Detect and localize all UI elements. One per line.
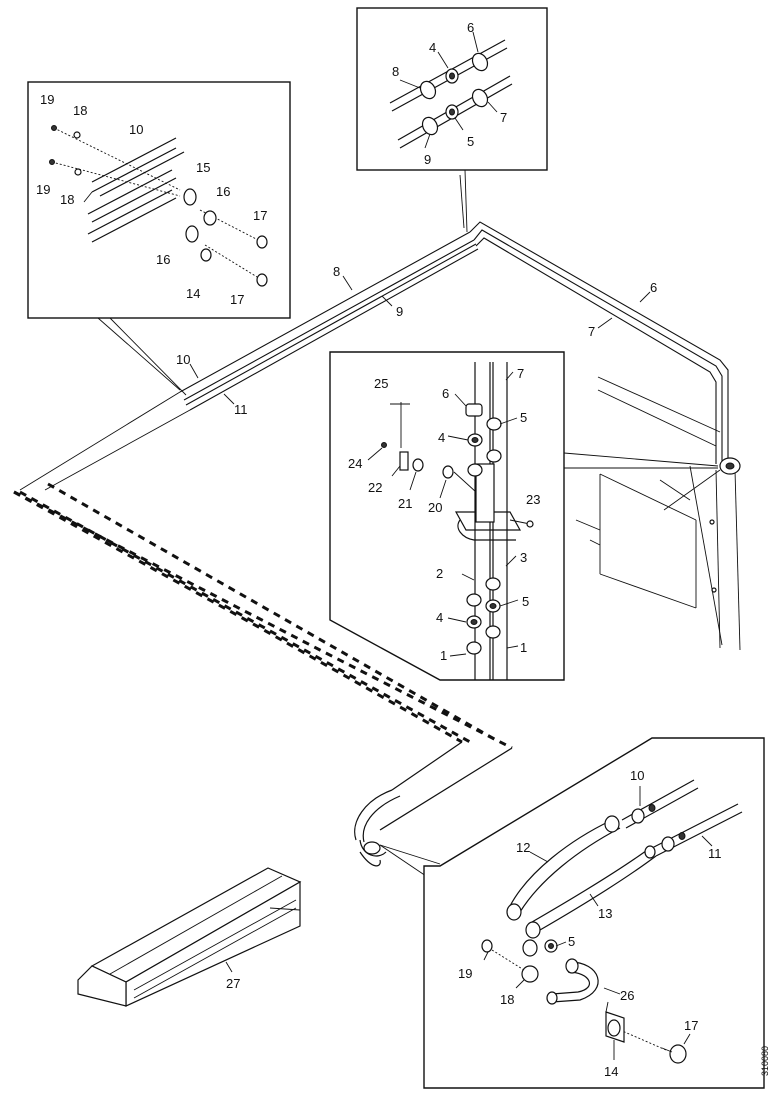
- callout-1: 1: [520, 640, 527, 655]
- detail-box-bottom: 10 11 12 13 5 19 18 26 17 14: [423, 737, 765, 1089]
- callout-7: 7: [588, 324, 595, 339]
- callout-26: 26: [620, 988, 634, 1003]
- callout-4: 4: [438, 430, 445, 445]
- callout-5: 5: [467, 134, 474, 149]
- callout-8: 8: [392, 64, 399, 79]
- callout-17: 17: [253, 208, 267, 223]
- cabinet-wall: [563, 376, 741, 651]
- callout-10: 10: [129, 122, 143, 137]
- callout-14: 14: [186, 286, 200, 301]
- callout-14: 14: [604, 1064, 618, 1079]
- callout-22: 22: [368, 480, 382, 495]
- callout-5: 5: [522, 594, 529, 609]
- duct-assembly: 27: [77, 867, 302, 1007]
- callout-24: 24: [348, 456, 362, 471]
- callout-15: 15: [196, 160, 210, 175]
- callout-18: 18: [500, 992, 514, 1007]
- detail-box-left: 19 18 10 19 18 15 16 17 16 14 17: [27, 81, 291, 396]
- detail-box-top: 6 4 8 7 5 9: [356, 7, 548, 233]
- callout-4: 4: [429, 40, 436, 55]
- callout-19: 19: [40, 92, 54, 107]
- callout-17: 17: [684, 1018, 698, 1033]
- callout-17: 17: [230, 292, 244, 307]
- callout-6: 6: [467, 20, 474, 35]
- callout-10: 10: [630, 768, 644, 783]
- callout-23: 23: [526, 492, 540, 507]
- callout-5: 5: [568, 934, 575, 949]
- callout-10: 10: [176, 352, 190, 367]
- drawing-reference-code: 310080: [760, 1046, 770, 1076]
- callout-11: 11: [234, 402, 248, 417]
- callout-19: 19: [458, 966, 472, 981]
- callout-6: 6: [442, 386, 449, 401]
- main-pipe-routing: [13, 221, 729, 877]
- callout-18: 18: [73, 103, 87, 118]
- callout-4: 4: [436, 610, 443, 625]
- callout-25: 25: [374, 376, 388, 391]
- callout-11: 11: [708, 846, 722, 861]
- callout-9: 9: [396, 304, 403, 319]
- callout-21: 21: [398, 496, 412, 511]
- detail-box-center: 25 6 7 4 5 24 22 21 20 23 2 3 4 5 1 1: [329, 351, 565, 681]
- callout-12: 12: [516, 840, 530, 855]
- callout-27: 27: [226, 976, 240, 991]
- callout-19: 19: [36, 182, 50, 197]
- callout-18: 18: [60, 192, 74, 207]
- callout-16: 16: [216, 184, 230, 199]
- main-route-labels: 8 9 6 7 10 11: [176, 264, 657, 417]
- callout-9: 9: [424, 152, 431, 167]
- callout-6: 6: [650, 280, 657, 295]
- callout-7: 7: [517, 366, 524, 381]
- callout-3: 3: [520, 550, 527, 565]
- callout-5: 5: [520, 410, 527, 425]
- callout-2: 2: [436, 566, 443, 581]
- callout-1: 1: [440, 648, 447, 663]
- callout-20: 20: [428, 500, 442, 515]
- callout-13: 13: [598, 906, 612, 921]
- callout-7: 7: [500, 110, 507, 125]
- callout-8: 8: [333, 264, 340, 279]
- callout-16: 16: [156, 252, 170, 267]
